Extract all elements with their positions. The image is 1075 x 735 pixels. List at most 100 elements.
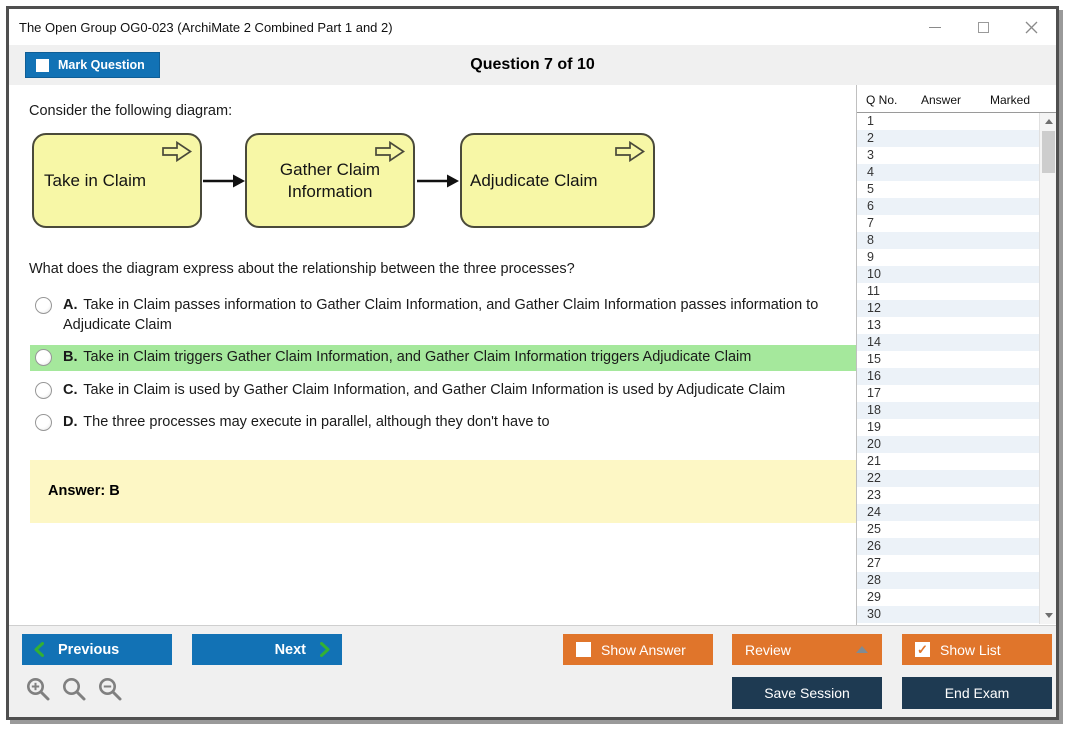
process-box-adjudicate-claim: Adjudicate Claim xyxy=(460,133,655,228)
maximize-button[interactable] xyxy=(976,20,990,34)
question-number: 20 xyxy=(867,437,881,451)
save-session-button[interactable]: Save Session xyxy=(732,677,882,709)
table-row[interactable]: 9 xyxy=(857,249,1039,266)
table-row[interactable]: 25 xyxy=(857,521,1039,538)
option-text: D. The three processes may execute in pa… xyxy=(63,413,550,433)
table-row[interactable]: 29 xyxy=(857,589,1039,606)
next-label: Next xyxy=(274,641,306,658)
question-number: 25 xyxy=(867,522,881,536)
option-body: Take in Claim is used by Gather Claim In… xyxy=(83,381,786,398)
magnifier-plus-icon[interactable] xyxy=(25,676,52,703)
radio-button[interactable] xyxy=(35,297,52,314)
table-row[interactable]: 5 xyxy=(857,181,1039,198)
previous-button[interactable]: Previous xyxy=(22,634,172,665)
magnifier-icon[interactable] xyxy=(61,676,88,703)
question-number: 30 xyxy=(867,607,881,621)
question-number: 15 xyxy=(867,352,881,366)
table-row[interactable]: 16 xyxy=(857,368,1039,385)
question-number: 12 xyxy=(867,301,881,315)
magnifier-minus-icon[interactable] xyxy=(97,676,124,703)
question-number: 4 xyxy=(867,165,874,179)
option-row-d[interactable]: D. The three processes may execute in pa… xyxy=(30,410,858,436)
minimize-button[interactable] xyxy=(928,20,942,34)
table-row[interactable]: 10 xyxy=(857,266,1039,283)
table-row[interactable]: 6 xyxy=(857,198,1039,215)
table-row[interactable]: 4 xyxy=(857,164,1039,181)
triangle-up-icon xyxy=(1044,119,1053,124)
question-number: 1 xyxy=(867,114,874,128)
option-letter: A. xyxy=(63,297,78,313)
table-row[interactable]: 22 xyxy=(857,470,1039,487)
table-row[interactable]: 20 xyxy=(857,436,1039,453)
table-row[interactable]: 3 xyxy=(857,147,1039,164)
table-row[interactable]: 30 xyxy=(857,606,1039,623)
header-bar: Mark Question Question 7 of 10 xyxy=(9,45,1056,85)
scroll-up-button[interactable] xyxy=(1040,113,1056,130)
question-number: 5 xyxy=(867,182,874,196)
table-row[interactable]: 17 xyxy=(857,385,1039,402)
table-row[interactable]: 14 xyxy=(857,334,1039,351)
table-row[interactable]: 28 xyxy=(857,572,1039,589)
window-controls xyxy=(928,20,1038,34)
table-row[interactable]: 15 xyxy=(857,351,1039,368)
table-row[interactable]: 23 xyxy=(857,487,1039,504)
table-row[interactable]: 24 xyxy=(857,504,1039,521)
table-row[interactable]: 1 xyxy=(857,113,1039,130)
question-number: 6 xyxy=(867,199,874,213)
table-row[interactable]: 7 xyxy=(857,215,1039,232)
question-number: 14 xyxy=(867,335,881,349)
question-number: 26 xyxy=(867,539,881,553)
option-row-a[interactable]: A. Take in Claim passes information to G… xyxy=(30,293,858,338)
save-session-label: Save Session xyxy=(764,685,850,701)
column-marked: Marked xyxy=(990,93,1031,107)
scrollbar[interactable] xyxy=(1039,113,1056,624)
footer-bar: Previous Next Show Answer Review ✓ Show … xyxy=(9,625,1056,717)
table-row[interactable]: 2 xyxy=(857,130,1039,147)
review-dropdown-button[interactable]: Review xyxy=(732,634,882,665)
archimate-process-arrow-icon xyxy=(615,141,645,162)
table-row[interactable]: 13 xyxy=(857,317,1039,334)
mark-question-button[interactable]: Mark Question xyxy=(25,52,160,78)
option-row-b[interactable]: B. Take in Claim triggers Gather Claim I… xyxy=(30,345,858,371)
show-list-button[interactable]: ✓ Show List xyxy=(902,634,1052,665)
main-area: Consider the following diagram: Take in … xyxy=(9,85,1056,625)
minimize-icon xyxy=(929,26,941,28)
question-counter: Question 7 of 10 xyxy=(470,56,595,73)
process-label: Adjudicate Claim xyxy=(470,170,598,190)
option-row-c[interactable]: C. Take in Claim is used by Gather Claim… xyxy=(30,378,858,404)
table-row[interactable]: 19 xyxy=(857,419,1039,436)
question-prompt: Consider the following diagram: xyxy=(29,103,233,119)
scroll-down-button[interactable] xyxy=(1040,607,1056,624)
archimate-process-arrow-icon xyxy=(162,141,192,162)
table-row[interactable]: 18 xyxy=(857,402,1039,419)
next-button[interactable]: Next xyxy=(192,634,342,665)
radio-button[interactable] xyxy=(35,349,52,367)
process-label: Gather Claim Information xyxy=(279,160,381,201)
question-number: 17 xyxy=(867,386,881,400)
show-answer-checkbox[interactable] xyxy=(576,642,591,657)
scrollbar-thumb[interactable] xyxy=(1042,131,1055,173)
table-row[interactable]: 26 xyxy=(857,538,1039,555)
table-row[interactable]: 21 xyxy=(857,453,1039,470)
close-button[interactable] xyxy=(1024,20,1038,34)
radio-button[interactable] xyxy=(35,414,52,432)
table-row[interactable]: 27 xyxy=(857,555,1039,572)
table-row[interactable]: 8 xyxy=(857,232,1039,249)
question-number: 19 xyxy=(867,420,881,434)
show-list-checkbox[interactable]: ✓ xyxy=(915,642,930,657)
close-icon xyxy=(1025,21,1037,33)
question-number: 13 xyxy=(867,318,881,332)
process-label: Take in Claim xyxy=(44,170,147,190)
show-answer-button[interactable]: Show Answer xyxy=(563,634,713,665)
table-row[interactable]: 11 xyxy=(857,283,1039,300)
question-number: 21 xyxy=(867,454,881,468)
radio-button[interactable] xyxy=(35,381,52,399)
previous-label: Previous xyxy=(58,641,120,658)
mark-question-checkbox[interactable] xyxy=(36,58,49,72)
question-number: 24 xyxy=(867,505,881,519)
table-row[interactable]: 12 xyxy=(857,300,1039,317)
end-exam-button[interactable]: End Exam xyxy=(902,677,1052,709)
triangle-up-icon xyxy=(856,646,868,653)
